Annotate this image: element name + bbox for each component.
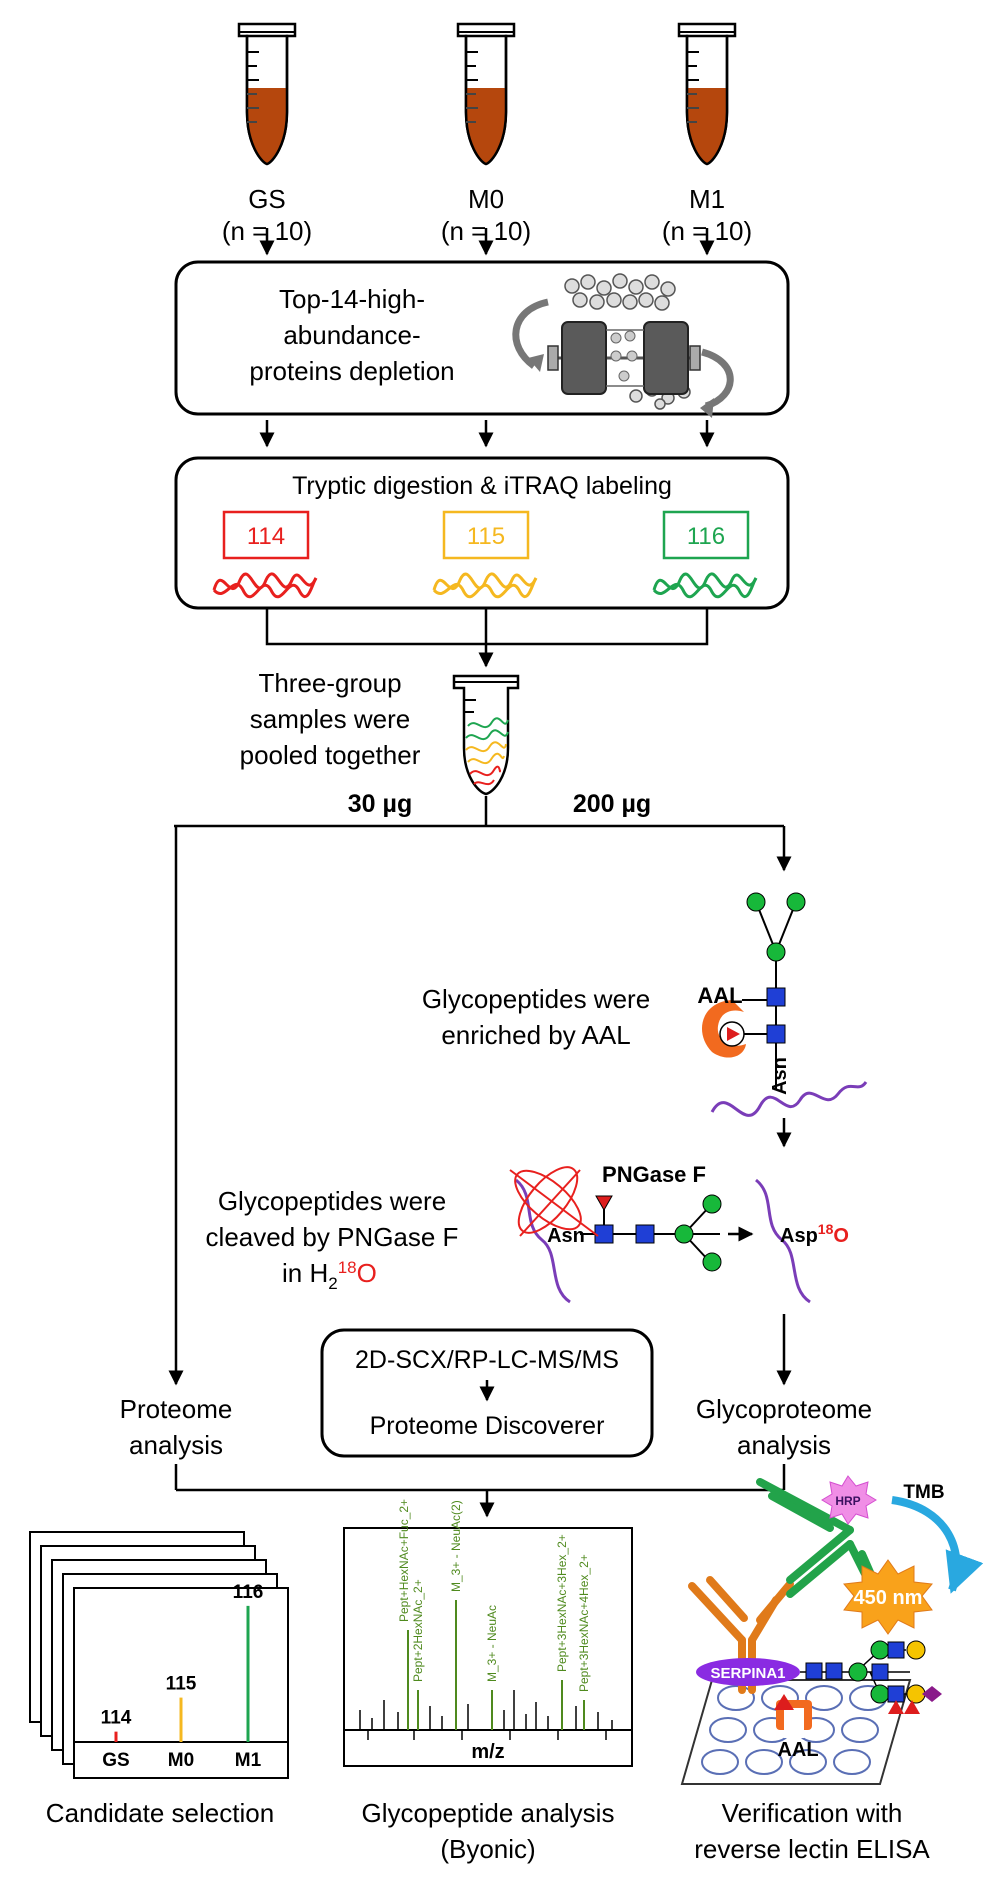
digestion-step: Tryptic digestion & iTRAQ labeling 114 1…	[174, 456, 790, 610]
depletion-line-3: proteins depletion	[249, 356, 454, 386]
cleaved-sub: 2	[328, 1274, 337, 1293]
peak-label: Pept+3HexNAc+4Hex_2+	[577, 1554, 591, 1692]
peak-label: Pept+2HexNAc_2+	[411, 1579, 425, 1682]
pooled-line-3: pooled together	[240, 740, 421, 770]
enriched-line-2: enriched by AAL	[441, 1020, 630, 1050]
candidate-selection-panel: 114 115 116 GS M0 M1 Candidate selection	[29, 1531, 289, 1828]
elisa-panel: AAL SERPINA1	[680, 1475, 984, 1864]
peak-label: Pept+3HexNAc+3Hex_2+	[555, 1534, 569, 1672]
digestion-title: Tryptic digestion & iTRAQ labeling	[292, 472, 672, 500]
sample-tube-icon	[237, 22, 297, 166]
glycoproteome-line-1: Glycoproteome	[696, 1394, 872, 1424]
candidate-bar-label: 115	[166, 1674, 197, 1695]
candidate-caption: Candidate selection	[46, 1798, 274, 1828]
cleaved-h: in H	[282, 1258, 328, 1288]
depletion-line-2: abundance-	[283, 320, 420, 350]
glyco-caption-1: Glycopeptide analysis	[362, 1798, 615, 1828]
candidate-category: M1	[235, 1750, 262, 1771]
ms-line-2: Proteome Discoverer	[370, 1412, 605, 1440]
itraq-tag-label: 114	[247, 523, 285, 550]
sample-label: GS	[248, 184, 286, 214]
pngase-cleavage-icon: Asn PNGase F Asp18O	[509, 1162, 849, 1304]
bottom-connector	[174, 1464, 786, 1518]
pngase-label: PNGase F	[602, 1162, 706, 1187]
pooled-tube-icon	[452, 674, 520, 796]
sample-label: M0	[468, 184, 504, 214]
ms-step: 2D-SCX/RP-LC-MS/MS Proteome Discoverer	[320, 1328, 654, 1458]
cleaved-sup: 18	[338, 1258, 357, 1277]
tmb-label: TMB	[903, 1482, 944, 1503]
cleaved-line-3: in H218O	[282, 1258, 377, 1293]
elisa-caption-1: Verification with	[722, 1798, 903, 1828]
elisa-aal-label: AAL	[777, 1739, 818, 1761]
proteome-line-2: analysis	[129, 1430, 223, 1460]
candidate-bar-label: 116	[233, 1582, 264, 1603]
nm-label: 450 nm	[854, 1587, 923, 1609]
sample-m0: M0 (n = 10)	[441, 22, 531, 246]
aal-label: AAL	[697, 983, 742, 1008]
pooled-line-2: samples were	[250, 704, 410, 734]
hrp-label: HRP	[835, 1494, 860, 1508]
sample-gs: GS (n = 10)	[222, 22, 312, 246]
asn-label: Asn	[769, 1057, 791, 1095]
aal-enrichment-icon: AAL Asn	[697, 892, 868, 1117]
sample-m1: M1 (n = 10)	[662, 22, 752, 246]
asn-label: Asn	[547, 1225, 585, 1247]
sample-tube-icon	[677, 22, 737, 166]
elisa-caption-2: reverse lectin ELISA	[694, 1834, 930, 1864]
enriched-line-1: Glycopeptides were	[422, 984, 650, 1014]
pooled-line-1: Three-group	[258, 668, 401, 698]
peak-label: Pept+HexNAc+Fuc_2+	[397, 1499, 411, 1622]
itraq-tag-116: 116	[652, 510, 758, 599]
merge-connector	[265, 608, 709, 668]
amount-left: 30 µg	[348, 790, 412, 818]
cleaved-o: O	[357, 1258, 377, 1288]
cleaved-line-1: Glycopeptides were	[218, 1186, 446, 1216]
itraq-tag-114: 114	[212, 510, 318, 599]
arrows-to-digestion	[259, 420, 715, 448]
candidate-category: GS	[102, 1750, 129, 1771]
glyco-caption-2: (Byonic)	[440, 1834, 535, 1864]
candidate-category: M0	[168, 1750, 194, 1771]
sample-label: M1	[689, 184, 725, 214]
ms-line-1: 2D-SCX/RP-LC-MS/MS	[355, 1346, 619, 1374]
itraq-tag-label: 115	[467, 523, 505, 550]
itraq-tag-115: 115	[432, 510, 538, 599]
arrows-to-depletion	[259, 228, 715, 256]
cleaved-line-2: cleaved by PNGase F	[206, 1222, 459, 1252]
asp-18o-label: Asp18O	[780, 1221, 849, 1247]
split-connector	[168, 796, 792, 1386]
depletion-step: Top-14-high- abundance- proteins depleti…	[174, 260, 790, 418]
sample-tube-icon	[456, 22, 516, 166]
peak-label: M_3+ - NeuAc(2)	[449, 1500, 463, 1592]
depletion-line-1: Top-14-high-	[279, 284, 425, 314]
glycoproteome-line-2: analysis	[737, 1430, 831, 1460]
itraq-tag-label: 116	[687, 523, 725, 550]
candidate-bar-label: 114	[101, 1708, 132, 1729]
spectrum-xlabel: m/z	[471, 1741, 504, 1763]
depletion-column-icon	[512, 273, 734, 418]
amount-right: 200 µg	[573, 790, 651, 818]
asp-text: Asp	[780, 1225, 818, 1247]
proteome-line-1: Proteome	[120, 1394, 233, 1424]
asp-sup: 18	[818, 1221, 834, 1237]
asp-o: O	[833, 1225, 849, 1247]
candidate-bars: 114 115 116	[101, 1582, 264, 1742]
glycopeptide-analysis-panel: Pept+HexNAc+Fuc_2+ Pept+2HexNAc_2+ M_3+ …	[343, 1499, 633, 1864]
serpina-label: SERPINA1	[710, 1665, 785, 1682]
peak-label: M_3+ - NeuAc	[485, 1605, 499, 1682]
